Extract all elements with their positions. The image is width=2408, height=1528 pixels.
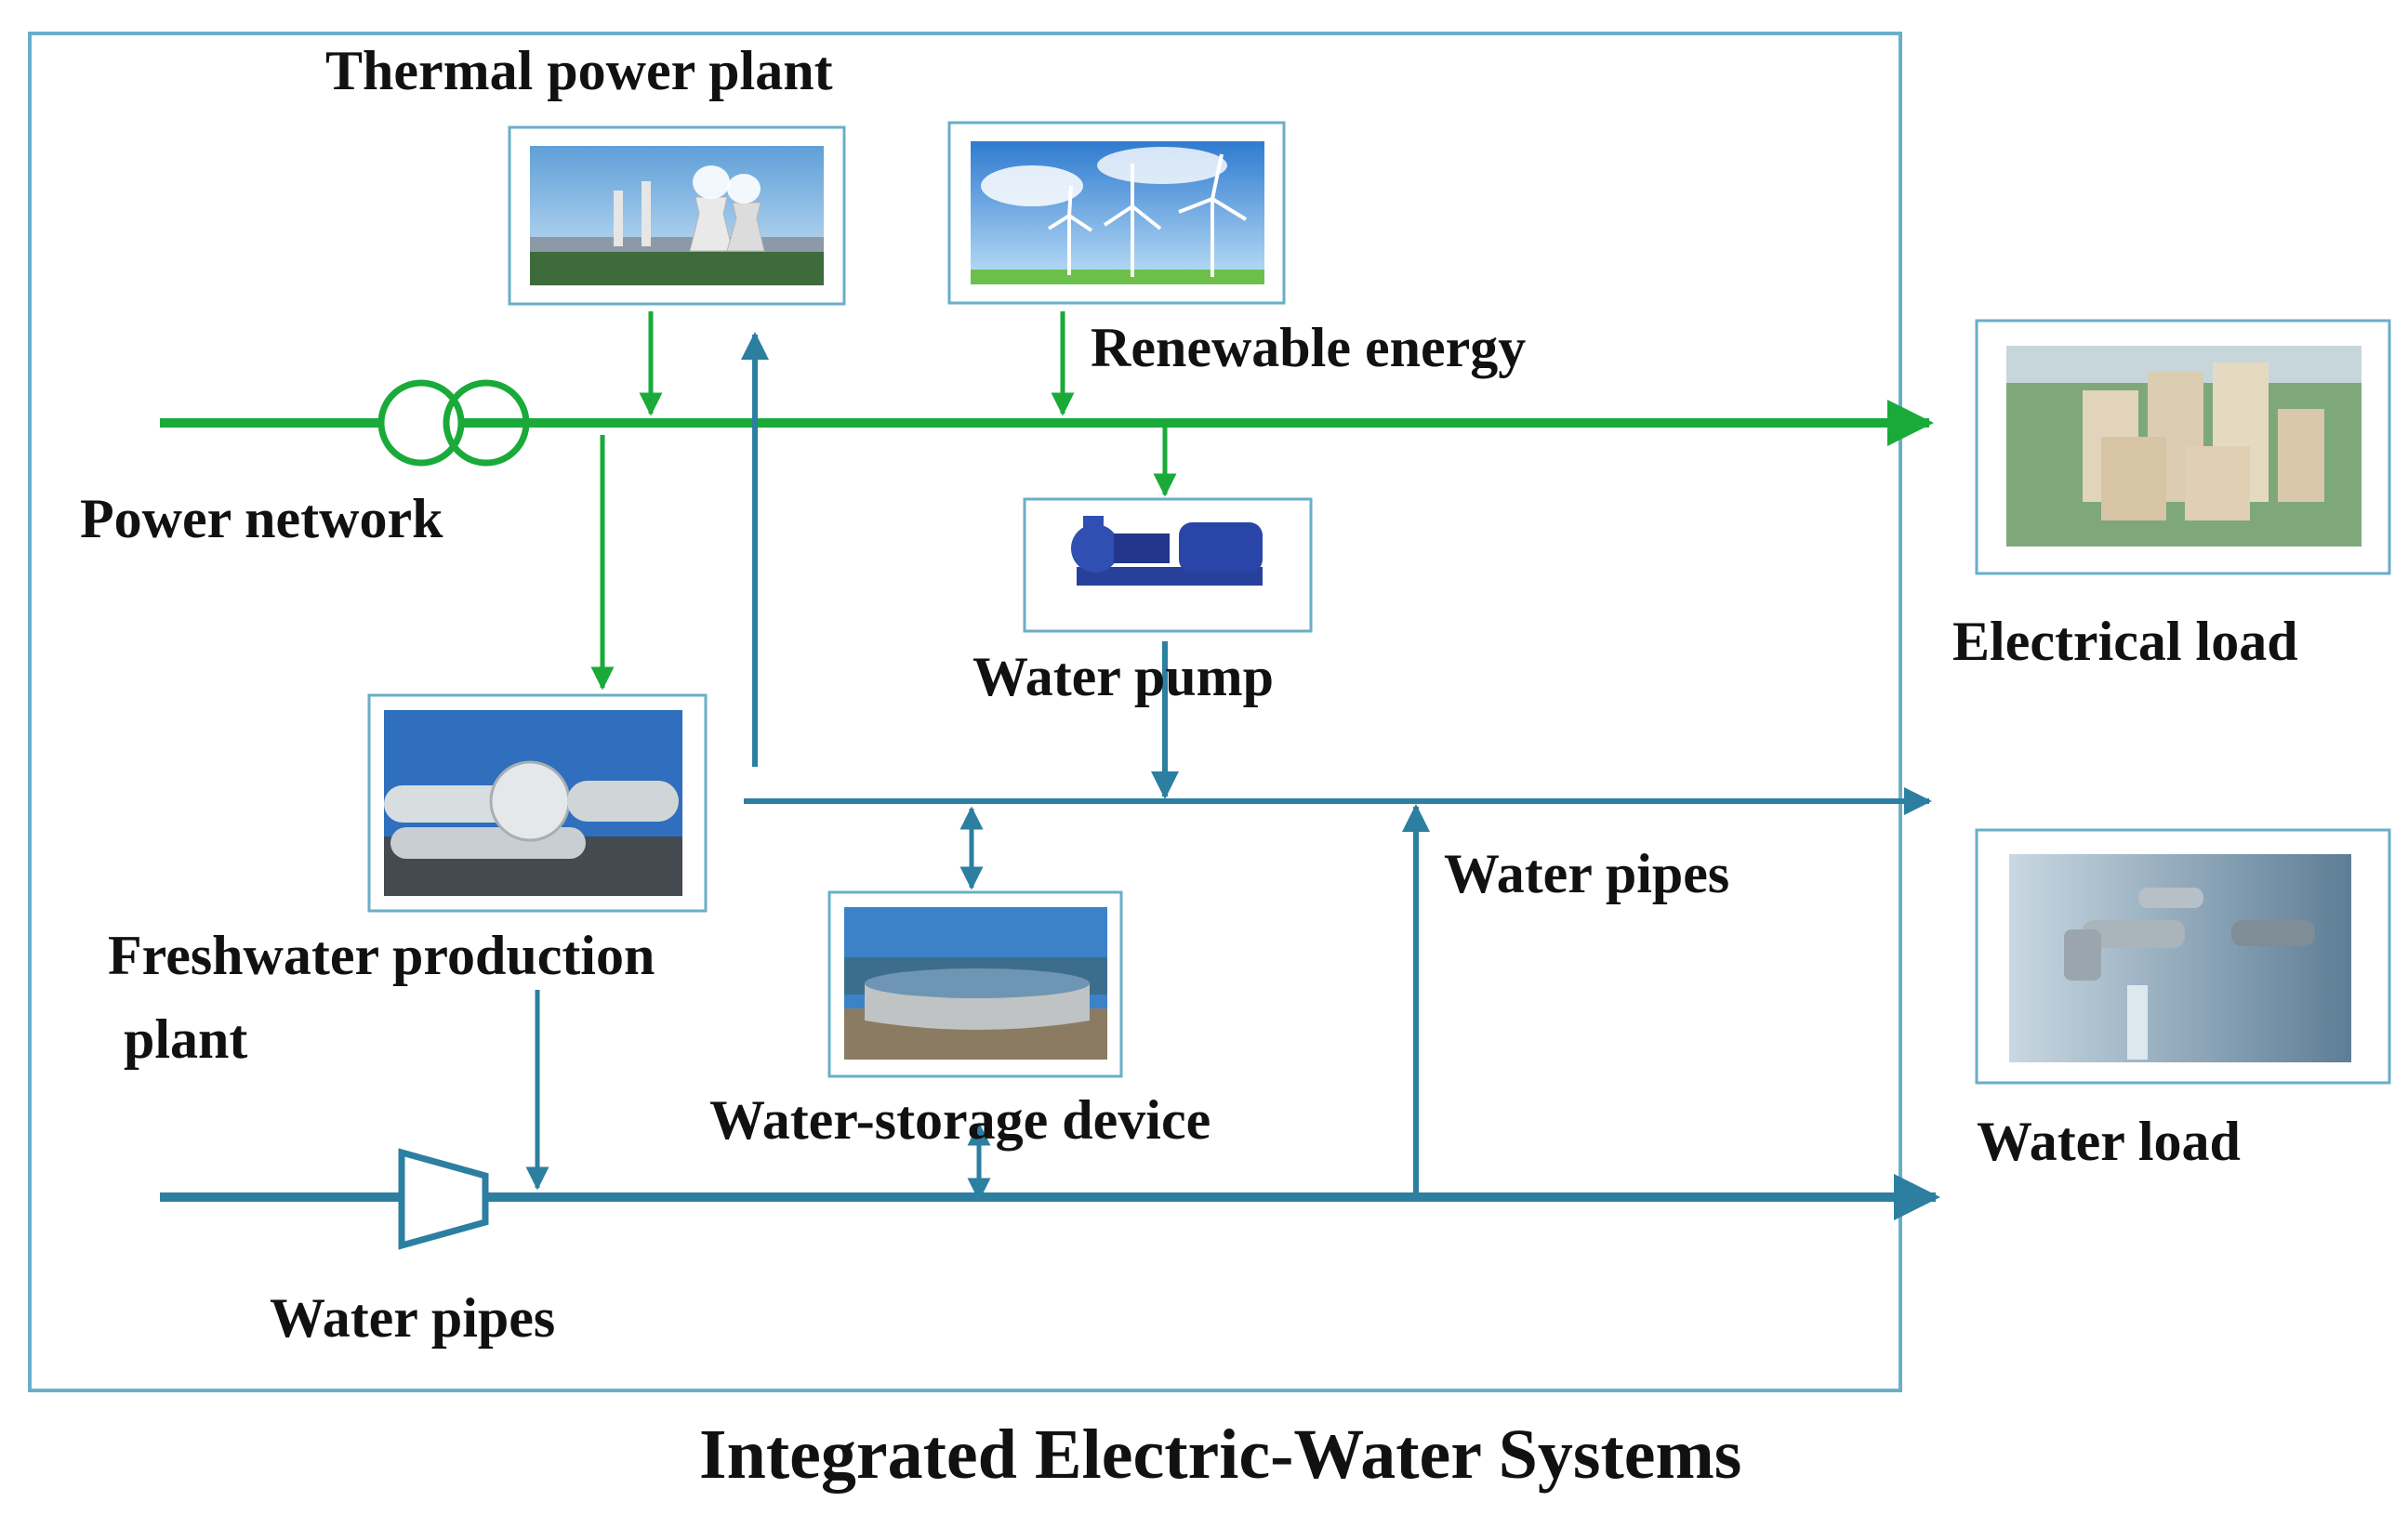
freshwater-plant-image — [367, 693, 708, 913]
renewable-energy-image — [947, 121, 1286, 305]
thermal-power-plant-image — [508, 125, 846, 306]
thermal-power-plant-label: Thermal power plant — [325, 40, 833, 101]
system-boundary-frame — [28, 32, 1902, 1392]
diagram-title: Integrated Electric-Water Systems — [699, 1416, 1741, 1494]
water-pipes-upper-label: Water pipes — [1444, 843, 1729, 904]
water-lines — [160, 332, 1940, 1250]
water-load-label: Water load — [1977, 1111, 2241, 1172]
water-pump-image — [1023, 497, 1313, 633]
power-lines — [160, 311, 1934, 691]
water-storage-device-image — [827, 890, 1123, 1078]
freshwater-production-label-line2: plant — [124, 1008, 247, 1070]
water-pump-label: Water pump — [972, 646, 1274, 707]
power-network-label: Power network — [80, 488, 443, 549]
water-storage-device-label: Water-storage device — [709, 1089, 1211, 1151]
electrical-load-label: Electrical load — [1952, 611, 2298, 672]
freshwater-production-label-line1: Freshwater production — [108, 925, 655, 986]
renewable-energy-label: Renewable energy — [1091, 317, 1526, 378]
water-pipes-lower-label: Water pipes — [270, 1287, 555, 1349]
water-load-image — [1975, 828, 2391, 1085]
electrical-load-image — [1975, 319, 2391, 575]
water-valve-icon — [398, 1148, 489, 1250]
transformer-icon — [377, 379, 530, 467]
